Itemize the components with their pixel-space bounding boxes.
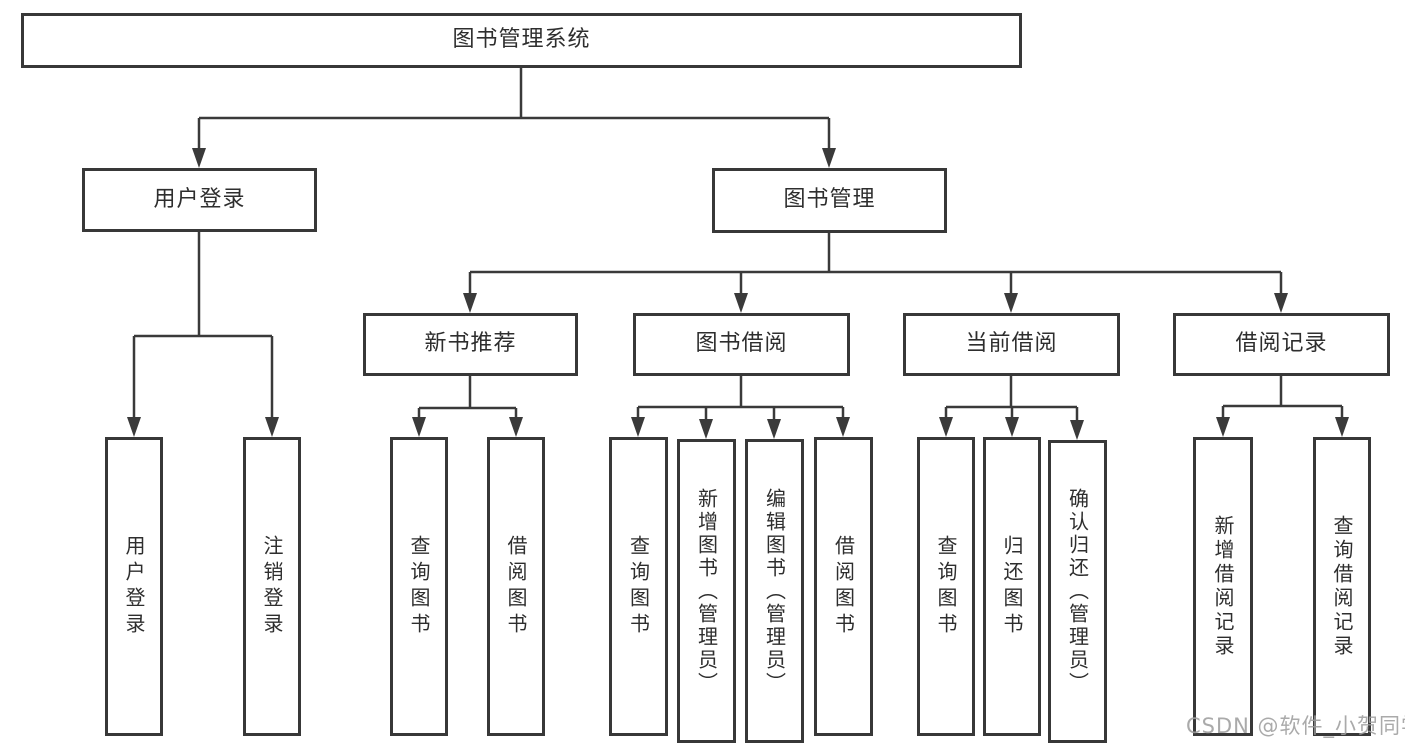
leaf-logout: 注销登录	[243, 437, 301, 736]
node-book-borrow: 图书借阅	[633, 313, 850, 376]
arrowheads	[127, 148, 1349, 440]
leaf-nbr-query-book: 查询图书	[390, 437, 448, 736]
leaf-bb-query-book: 查询图书	[609, 437, 668, 736]
leaf-user-login: 用户登录	[105, 437, 163, 736]
leaf-bb-borrow-book: 借阅图书	[814, 437, 873, 736]
leaf-cb-query-book: 查询图书	[917, 437, 975, 736]
leaf-cb-confirm-return-admin: 确认归还（管理员）	[1048, 440, 1107, 743]
leaf-nbr-borrow-book: 借阅图书	[487, 437, 545, 736]
node-borrow-record: 借阅记录	[1173, 313, 1390, 376]
node-user-login: 用户登录	[82, 168, 317, 232]
node-book-management: 图书管理	[712, 168, 947, 233]
leaf-cb-return-book: 归还图书	[983, 437, 1041, 736]
node-new-book-recommend: 新书推荐	[363, 313, 578, 376]
leaf-bb-edit-book-admin: 编辑图书（管理员）	[745, 439, 804, 743]
leaf-br-query-record: 查询借阅记录	[1313, 437, 1371, 736]
leaf-bb-add-book-admin: 新增图书（管理员）	[677, 439, 736, 743]
leaf-br-add-record: 新增借阅记录	[1193, 437, 1253, 736]
node-root: 图书管理系统	[21, 13, 1022, 68]
node-current-borrow: 当前借阅	[903, 313, 1120, 376]
csdn-watermark: CSDN @软件_小贺同学	[1186, 714, 1405, 738]
